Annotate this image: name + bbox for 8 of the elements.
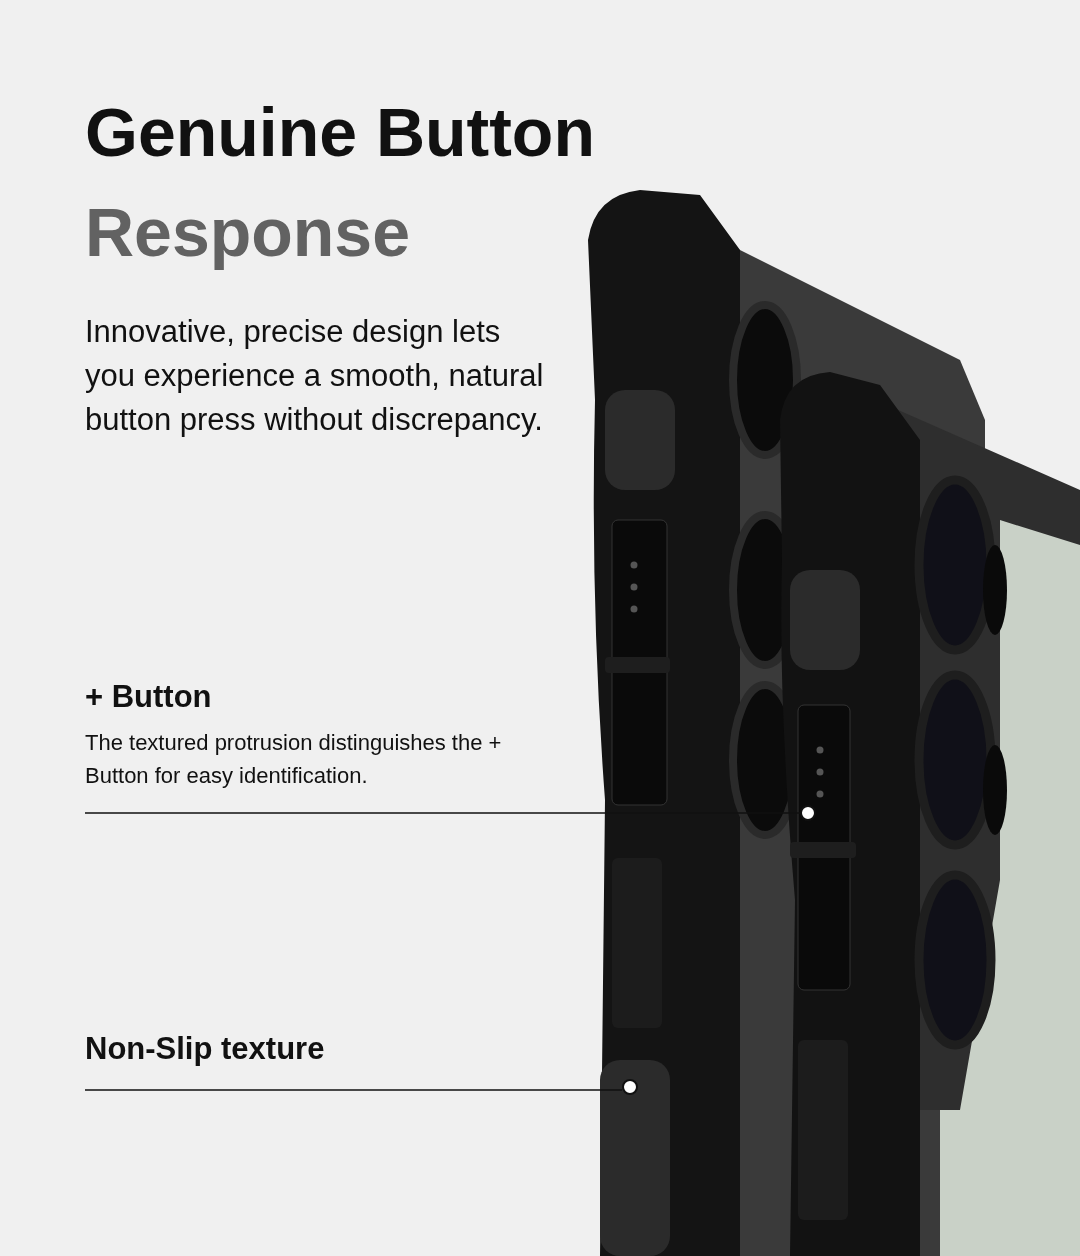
leader-line <box>84 812 801 814</box>
feature-heading: Non-Slip texture <box>85 1030 326 1068</box>
title: Genuine Button <box>85 93 595 172</box>
subtitle: Response <box>85 193 411 272</box>
description-paragraph: Innovative, precise design lets you experience a smooth, natural button press without discrepancy. <box>85 313 545 439</box>
feature-description: The textured protrusion distinguishes the + Button for easy identification. <box>85 729 503 790</box>
leader-line <box>84 1089 623 1091</box>
feature-heading: + Button <box>85 678 213 716</box>
